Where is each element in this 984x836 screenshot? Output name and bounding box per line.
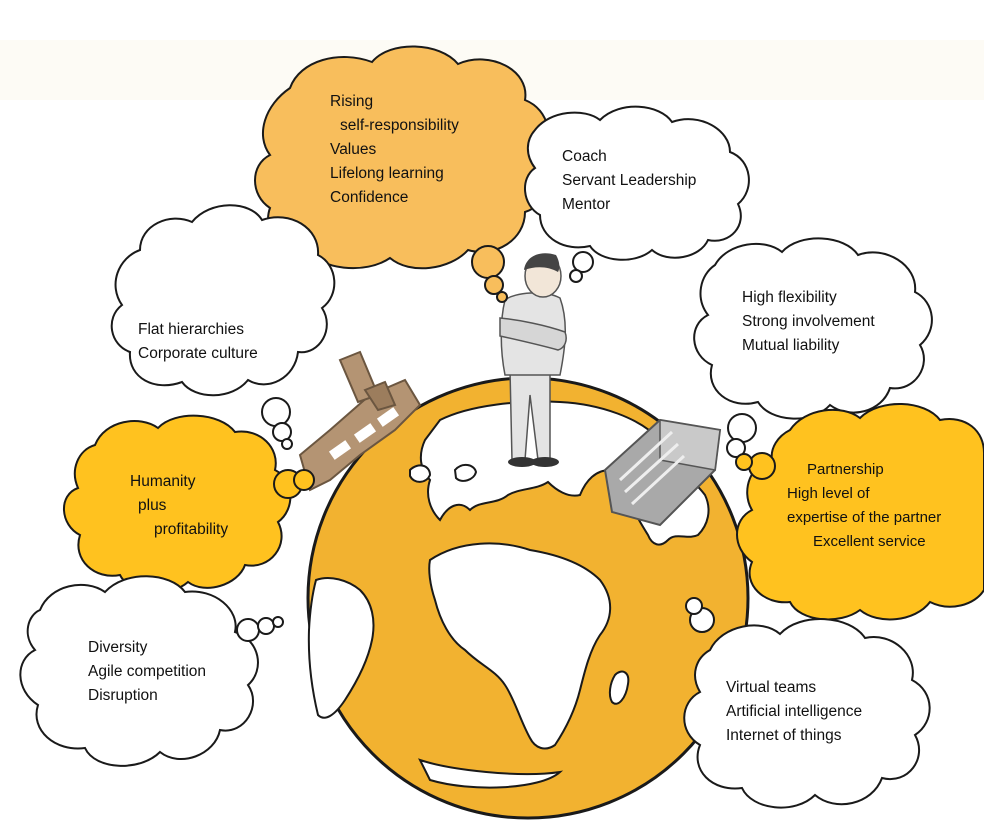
- cloud-top-values-text: Rising self-responsibility Values Lifelo…: [330, 90, 459, 210]
- cloud-left-humanity-text: Humanity plus profitability: [130, 470, 228, 542]
- cloud-line: plus: [138, 497, 167, 514]
- cloud-line: Strong involvement: [742, 313, 875, 330]
- continent-south-america: [307, 577, 375, 719]
- cloud-line: Disruption: [88, 687, 158, 704]
- cloud-left-structure: [110, 204, 336, 450]
- cloud-right-flexibility: [693, 237, 933, 458]
- factory-building: [298, 350, 422, 492]
- cloud-line: self-responsibility: [340, 117, 459, 134]
- cloud-right-flexibility-text: High flexibility Strong involvement Mutu…: [742, 286, 875, 358]
- cloud-line: Mutual liability: [742, 337, 840, 354]
- cloud-line: Internet of things: [726, 727, 842, 744]
- cloud-line: Servant Leadership: [562, 172, 697, 189]
- cloud-left-structure-text: Flat hierarchies Corporate culture: [138, 318, 258, 366]
- cloud-top-values: [254, 45, 549, 303]
- cloud-line: High flexibility: [742, 289, 837, 306]
- cloud-line: Virtual teams: [726, 679, 817, 696]
- cloud-left-market: [19, 575, 284, 767]
- cloud-right-tech-text: Virtual teams Artificial intelligence In…: [726, 676, 862, 748]
- cloud-left-market-text: Diversity Agile competition Disruption: [88, 636, 206, 708]
- cloud-line: Corporate culture: [138, 345, 258, 362]
- cloud-line: Agile competition: [88, 663, 207, 680]
- cloud-top-leadership-text: Coach Servant Leadership Mentor: [562, 145, 696, 217]
- cloud-line: Coach: [562, 148, 607, 165]
- cloud-line: Artificial intelligence: [726, 703, 863, 720]
- office-building: [603, 418, 722, 527]
- cloud-right-tech: [683, 597, 931, 809]
- businessman-figure: [499, 253, 567, 467]
- cloud-line: Excellent service: [813, 533, 926, 550]
- cloud-line: Diversity: [88, 639, 148, 656]
- cloud-line: Rising: [330, 93, 374, 110]
- continent-africa: [428, 542, 612, 750]
- cloud-line: Confidence: [330, 189, 409, 206]
- cloud-line: Humanity: [130, 473, 196, 490]
- cloud-line: High level of: [787, 485, 870, 502]
- cloud-line: Mentor: [562, 196, 611, 213]
- cloud-line: expertise of the partner: [787, 509, 942, 526]
- cloud-line: profitability: [154, 521, 229, 538]
- cloud-right-partnership-text: Partnership High level of expertise of t…: [787, 458, 941, 554]
- cloud-left-humanity: [63, 414, 315, 594]
- cloud-top-leadership: [523, 105, 750, 283]
- cloud-line: Partnership: [807, 461, 884, 478]
- island-madagascar: [608, 670, 630, 705]
- cloud-line: Lifelong learning: [330, 165, 444, 182]
- cloud-line: Flat hierarchies: [138, 321, 244, 338]
- cloud-line: Values: [330, 141, 377, 158]
- cloud-right-partnership: [735, 403, 984, 621]
